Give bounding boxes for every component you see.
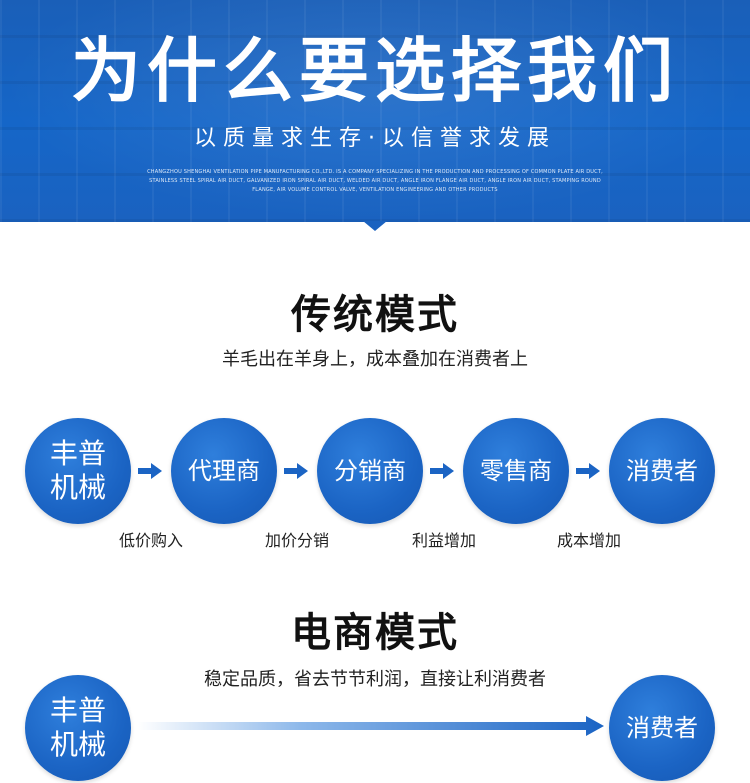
step-label-markup: 加价分销 — [264, 531, 329, 550]
node-retailer-label: 零售商 — [480, 457, 552, 485]
node-manufacturer-line1: 丰普 — [49, 437, 106, 470]
banner-notch — [363, 221, 387, 231]
node-manufacturer-direct: 丰普 机械 — [25, 675, 131, 781]
node-manufacturer-line2: 机械 — [49, 471, 106, 504]
node-consumer-direct: 消费者 — [609, 675, 715, 781]
long-arrow-icon — [138, 716, 604, 736]
arrow-right-icon — [430, 463, 454, 479]
banner-description: CHANGZHOU SHENGHAI VENTILATION PIPE MANU… — [147, 169, 603, 193]
arrow-right-icon — [138, 463, 162, 479]
arrow-right-icon — [284, 463, 308, 479]
banner-title: 为什么要选择我们 — [71, 30, 679, 112]
traditional-subtitle: 羊毛出在羊身上，成本叠加在消费者上 — [222, 349, 528, 370]
node-agent-label: 代理商 — [188, 457, 260, 485]
banner: 为什么要选择我们 以质量求生存·以信誉求发展 CHANGZHOU SHENGHA… — [0, 0, 750, 222]
arrow-right-icon — [576, 463, 600, 479]
node-consumer: 消费者 — [609, 418, 715, 524]
step-label-profit: 利益增加 — [411, 531, 476, 550]
node-distributor-label: 分销商 — [334, 457, 406, 485]
node-consumer-label: 消费者 — [626, 457, 698, 485]
ecommerce-title: 电商模式 — [291, 610, 459, 656]
banner-slogan: 以质量求生存·以信誉求发展 — [194, 126, 556, 151]
node-manufacturer-direct-line2: 机械 — [49, 728, 106, 761]
node-retailer: 零售商 — [463, 418, 569, 524]
node-manufacturer-direct-line1: 丰普 — [49, 694, 106, 727]
traditional-title: 传统模式 — [291, 292, 459, 338]
step-label-low-price: 低价购入 — [118, 531, 183, 550]
node-consumer-direct-label: 消费者 — [626, 714, 698, 742]
step-label-cost: 成本增加 — [556, 531, 621, 550]
node-manufacturer: 丰普 机械 — [25, 418, 131, 524]
node-agent: 代理商 — [171, 418, 277, 524]
ecommerce-subtitle: 稳定品质，省去节节利润，直接让利消费者 — [204, 669, 546, 690]
node-distributor: 分销商 — [317, 418, 423, 524]
